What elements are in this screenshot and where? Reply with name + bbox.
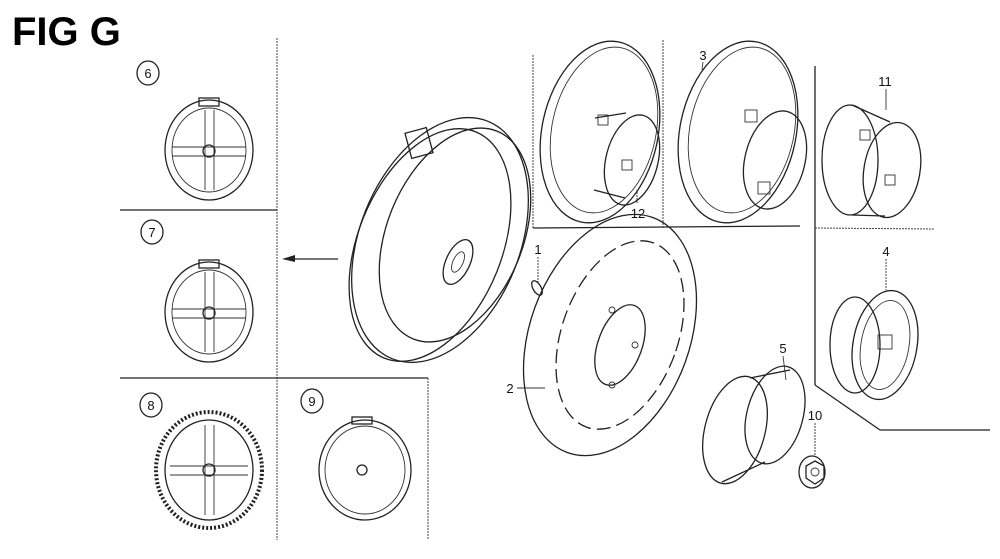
part-4-ratchet-cup	[829, 289, 919, 401]
callout-9: 9	[300, 388, 324, 414]
callout-5: 5	[779, 341, 786, 356]
callout-1: 1	[534, 242, 541, 257]
figure-title: FIG G	[12, 10, 121, 54]
callout-6: 6	[136, 60, 160, 86]
nut-10	[798, 455, 826, 489]
callout-12: 12	[631, 206, 645, 221]
part-11-cup	[821, 104, 922, 219]
flywheel-housing	[348, 116, 532, 364]
ratchet-plate-6	[164, 97, 254, 201]
svg-text:6: 6	[144, 66, 151, 81]
callout-3: 3	[699, 48, 706, 63]
part-3-pulley	[677, 40, 808, 224]
direction-arrow	[282, 255, 338, 262]
part-5-cup	[702, 365, 806, 485]
starter-pulley-8	[154, 410, 264, 530]
ratchet-plate-7	[164, 259, 254, 363]
callout-4: 4	[882, 244, 889, 259]
callout-11: 11	[878, 74, 892, 89]
part-12-pulley	[539, 40, 661, 224]
callout-10: 10	[808, 408, 822, 423]
callout-7: 7	[140, 219, 164, 245]
cooling-fan-2	[522, 213, 698, 457]
key-1	[531, 280, 543, 296]
callout-2: 2	[506, 381, 513, 396]
svg-text:7: 7	[148, 225, 155, 240]
divider-lines	[120, 38, 990, 540]
callout-8: 8	[139, 392, 163, 418]
plate-9	[318, 416, 412, 521]
svg-text:9: 9	[308, 394, 315, 409]
svg-text:8: 8	[147, 398, 154, 413]
